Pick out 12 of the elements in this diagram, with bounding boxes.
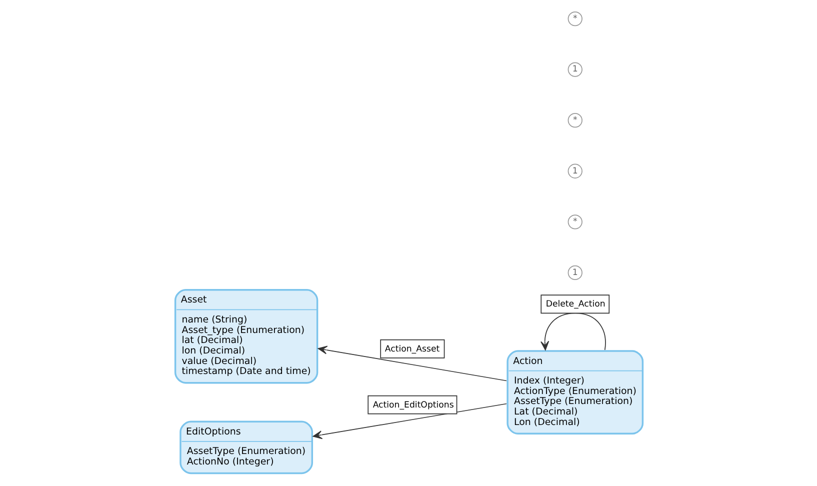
label: 1 [572, 64, 578, 75]
edge-label: Action_Asset [384, 344, 440, 354]
label: * [572, 14, 577, 24]
label: * [572, 217, 577, 228]
edge-label: Action_EditOptions [372, 400, 454, 410]
label: 1 [572, 166, 578, 176]
edge-label: Delete_Action [545, 300, 605, 310]
arrow [312, 403, 506, 440]
label: * [572, 115, 577, 126]
label: 1 [572, 268, 578, 278]
arrow [317, 346, 506, 382]
arrow [540, 312, 606, 350]
